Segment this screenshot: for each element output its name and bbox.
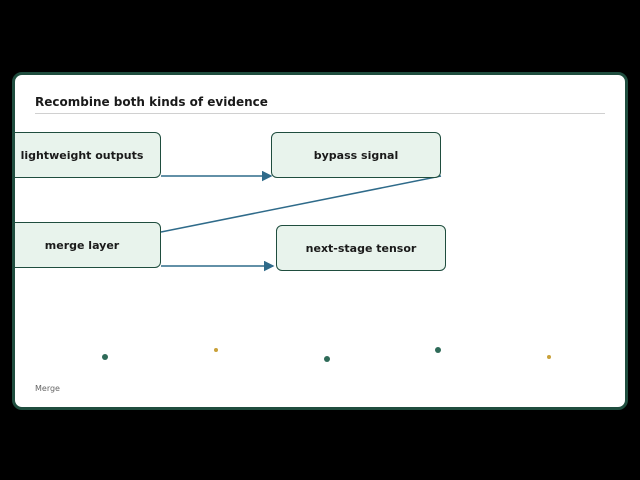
node-bypass-signal[interactable]: bypass signal <box>271 132 441 178</box>
edge-merge-to-bypass <box>160 175 442 233</box>
edge-layer <box>102 170 551 362</box>
node-merge-layer-label: merge layer <box>44 238 120 252</box>
slide-title: Recombine both kinds of evidence <box>35 95 268 109</box>
decor-dot-2 <box>214 348 218 352</box>
node-lightweight-outputs-label: lightweight outputs <box>20 148 144 162</box>
node-bypass-signal-label: bypass signal <box>313 148 399 162</box>
decor-dot-5 <box>547 355 551 359</box>
slide-footer: Merge <box>35 384 60 393</box>
node-lightweight-outputs[interactable]: lightweight outputs <box>15 132 161 178</box>
node-next-stage-tensor[interactable]: next-stage tensor <box>276 225 446 271</box>
node-next-stage-tensor-label: next-stage tensor <box>305 241 417 255</box>
decor-dot-1 <box>102 354 108 360</box>
decor-dot-3 <box>324 356 330 362</box>
slide-card: Recombine both kinds of evidence lightwe… <box>12 72 628 410</box>
decor-dot-4 <box>435 347 441 353</box>
node-merge-layer[interactable]: merge layer <box>15 222 161 268</box>
title-divider <box>35 113 605 114</box>
